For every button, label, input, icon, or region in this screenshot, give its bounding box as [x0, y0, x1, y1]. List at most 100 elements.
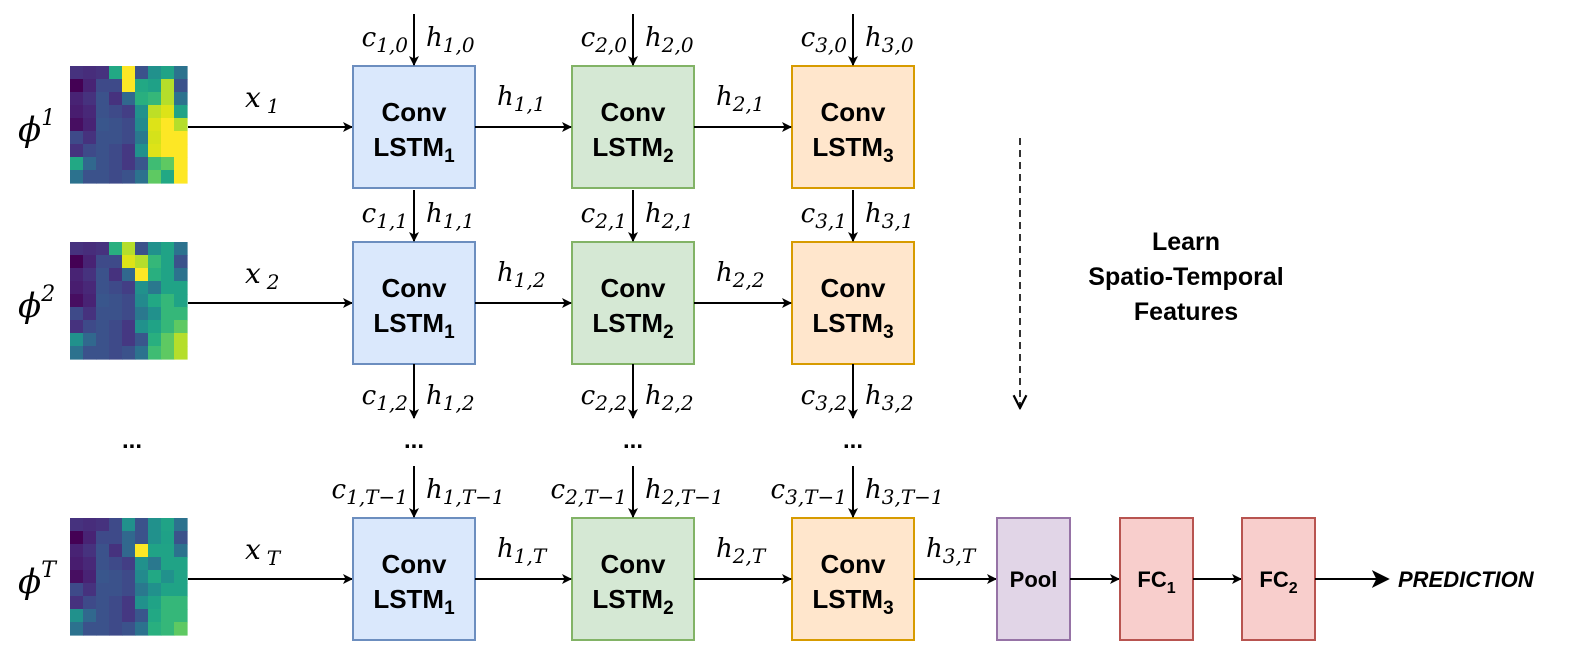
image-pixel: [83, 307, 97, 321]
time-arrow-label: Learn: [1152, 228, 1220, 256]
time-arrow-label: Features: [1134, 298, 1238, 326]
image-pixel: [70, 596, 84, 610]
image-pixel: [96, 609, 110, 623]
cell-state-label: c2,1: [581, 199, 627, 233]
hidden-state-label: h2,2: [716, 258, 765, 292]
image-pixel: [70, 105, 84, 119]
image-pixel: [174, 557, 188, 571]
cell-state-label: c1,1: [362, 199, 408, 233]
hidden-state-label: h2,1: [716, 82, 765, 116]
image-pixel: [122, 66, 136, 80]
image-pixel: [83, 544, 97, 558]
cell-label-top: Conv: [821, 97, 887, 127]
cell-state-label: c3,0: [801, 23, 848, 57]
image-pixel: [70, 333, 84, 347]
image-pixel: [70, 79, 84, 93]
image-pixel: [174, 79, 188, 93]
head-layer-label: Pool: [1010, 567, 1058, 592]
image-pixel: [70, 294, 84, 308]
image-pixel: [96, 170, 110, 184]
cell-label-top: Conv: [382, 273, 448, 303]
image-pixel: [83, 170, 97, 184]
image-pixel: [122, 118, 136, 132]
cell-label-top: Conv: [821, 549, 887, 579]
image-pixel: [161, 596, 175, 610]
image-pixel: [161, 105, 175, 119]
image-pixel: [174, 609, 188, 623]
image-pixel: [122, 294, 136, 308]
image-pixel: [70, 268, 84, 282]
image-pixel: [70, 118, 84, 132]
image-pixel: [109, 583, 123, 597]
image-pixel: [148, 92, 162, 106]
image-pixel: [148, 544, 162, 558]
image-pixel: [109, 320, 123, 334]
image-pixel: [122, 79, 136, 93]
image-pixel: [135, 255, 149, 269]
image-pixel: [135, 346, 149, 360]
image-pixel: [109, 170, 123, 184]
image-pixel: [174, 157, 188, 171]
ellipsis: ...: [404, 427, 424, 454]
image-pixel: [148, 333, 162, 347]
image-pixel: [148, 144, 162, 158]
head-layer-label: FC2: [1259, 567, 1297, 597]
conv-lstm-cell: [571, 517, 695, 641]
image-pixel: [96, 333, 110, 347]
hidden-state-label: h2,T−1: [645, 475, 724, 509]
image-pixel: [70, 131, 84, 145]
image-pixel: [161, 170, 175, 184]
image-pixel: [96, 268, 110, 282]
image-pixel: [109, 557, 123, 571]
image-pixel: [70, 583, 84, 597]
image-pixel: [135, 92, 149, 106]
image-pixel: [174, 268, 188, 282]
cell-label-bottom: LSTM2: [592, 132, 673, 167]
image-pixel: [122, 583, 136, 597]
conv-lstm-cell: [352, 241, 476, 365]
image-pixel: [83, 531, 97, 545]
time-arrow-label: Spatio-Temporal: [1088, 263, 1283, 291]
hidden-state-label: h3,1: [865, 199, 914, 233]
image-pixel: [83, 157, 97, 171]
image-pixel: [122, 105, 136, 119]
image-pixel: [161, 157, 175, 171]
image-pixel: [135, 105, 149, 119]
image-pixel: [109, 281, 123, 295]
image-pixel: [161, 79, 175, 93]
cell-label-top: Conv: [601, 97, 667, 127]
hidden-state-label: h3,2: [865, 381, 914, 415]
hidden-state-label: h2,1: [645, 199, 694, 233]
image-pixel: [161, 118, 175, 132]
image-pixel: [96, 320, 110, 334]
image-pixel: [96, 131, 110, 145]
image-pixel: [70, 570, 84, 584]
image-pixel: [70, 170, 84, 184]
image-pixel: [96, 583, 110, 597]
image-pixel: [161, 531, 175, 545]
hidden-state-label: h1,T: [497, 534, 548, 568]
image-pixel: [174, 518, 188, 532]
image-pixel: [83, 294, 97, 308]
image-pixel: [122, 518, 136, 532]
image-pixel: [109, 544, 123, 558]
cell-label-top: Conv: [601, 549, 667, 579]
image-pixel: [135, 544, 149, 558]
image-pixel: [148, 346, 162, 360]
image-pixel: [70, 346, 84, 360]
image-pixel: [70, 622, 84, 636]
image-pixel: [83, 333, 97, 347]
image-pixel: [161, 333, 175, 347]
image-pixel: [161, 144, 175, 158]
image-pixel: [122, 596, 136, 610]
image-pixel: [109, 144, 123, 158]
hidden-state-label: h3,0: [865, 23, 914, 57]
image-pixel: [161, 346, 175, 360]
image-pixel: [96, 157, 110, 171]
image-pixel: [174, 144, 188, 158]
image-pixel: [83, 557, 97, 571]
image-pixel: [83, 66, 97, 80]
image-pixel: [109, 105, 123, 119]
image-pixel: [135, 609, 149, 623]
